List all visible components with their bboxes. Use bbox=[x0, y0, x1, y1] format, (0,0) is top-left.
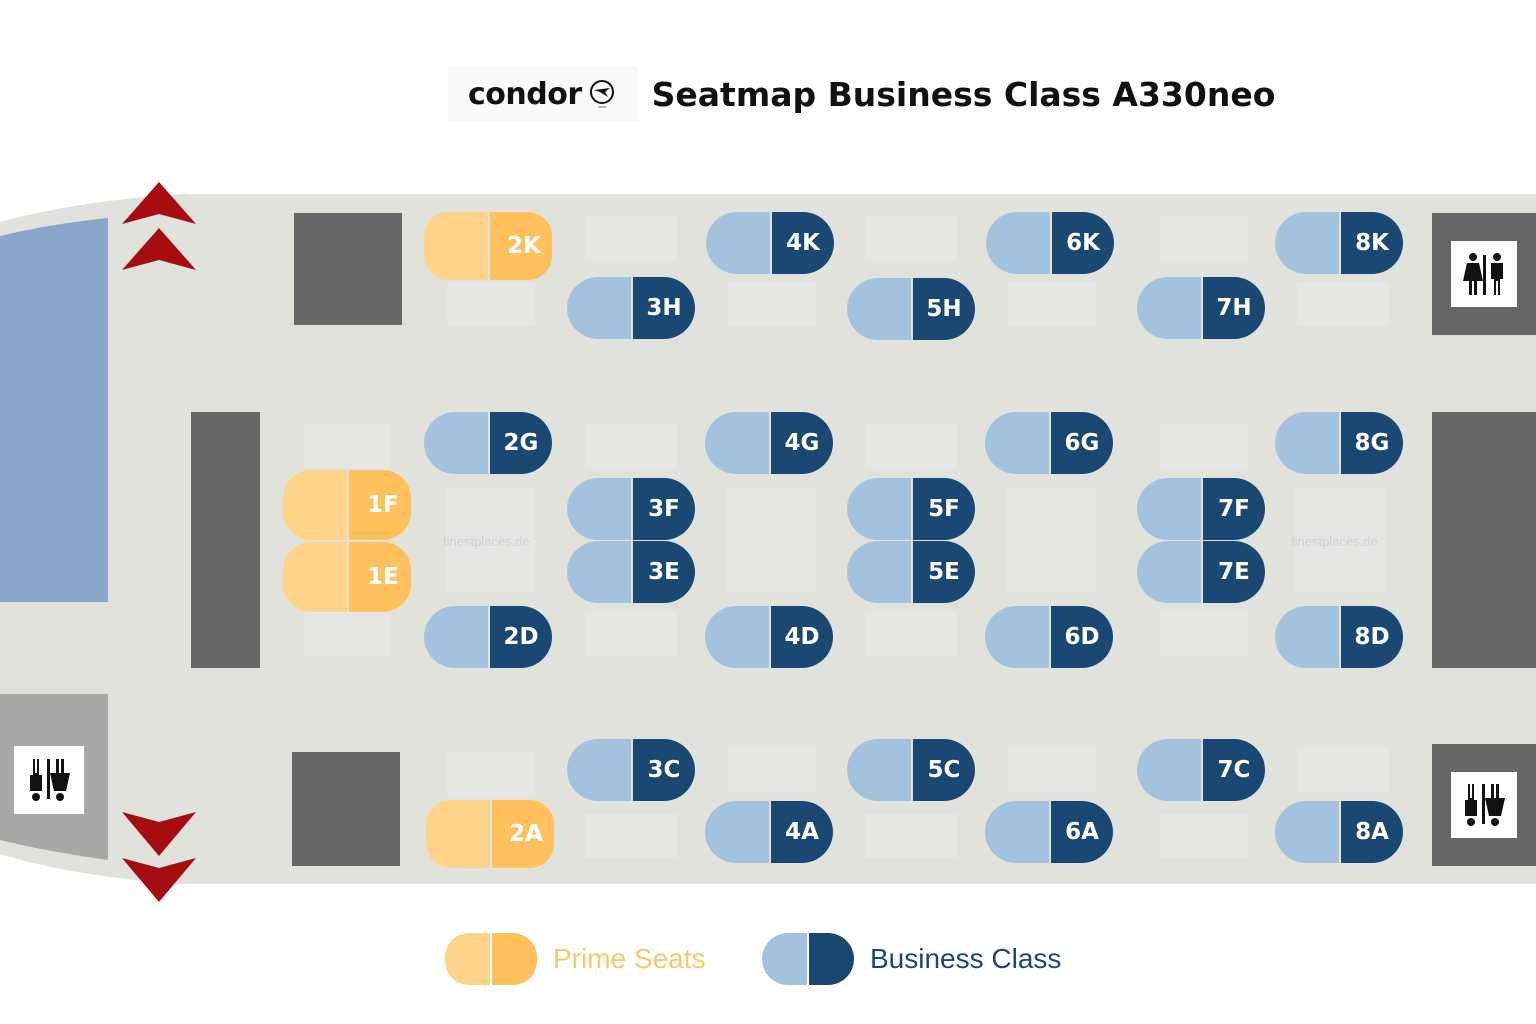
footwell bbox=[1295, 488, 1385, 592]
footwell bbox=[585, 424, 677, 468]
seat-2K[interactable]: 2K bbox=[424, 212, 552, 280]
page-title: Seatmap Business Class A330neo bbox=[651, 74, 1276, 114]
forward-door-area bbox=[0, 218, 108, 602]
seat-3F[interactable]: 3F bbox=[567, 478, 695, 540]
rear-galley-center bbox=[1432, 412, 1536, 668]
seat-7H[interactable]: 7H bbox=[1137, 277, 1265, 339]
footwell bbox=[445, 488, 535, 592]
condor-logo: condor bbox=[448, 66, 638, 122]
footwell bbox=[447, 282, 535, 326]
seat-8D[interactable]: 8D bbox=[1275, 606, 1403, 668]
footwell bbox=[1297, 748, 1389, 792]
seat-5H[interactable]: 5H bbox=[847, 278, 975, 340]
footwell bbox=[1008, 748, 1096, 792]
footwell bbox=[1160, 424, 1248, 468]
footwell bbox=[728, 748, 816, 792]
title-bar: condor Seatmap Business Class A330neo bbox=[448, 66, 1275, 122]
seat-8G[interactable]: 8G bbox=[1275, 412, 1403, 474]
footwell bbox=[726, 488, 816, 592]
footwell bbox=[1006, 488, 1096, 592]
logo-text: condor bbox=[468, 76, 582, 112]
footwell bbox=[304, 612, 390, 656]
seat-2G[interactable]: 2G bbox=[424, 412, 552, 474]
lavatory-top-right bbox=[1432, 213, 1536, 335]
footwell bbox=[585, 216, 677, 260]
footwell bbox=[1160, 612, 1248, 656]
seat-1F[interactable]: 1F bbox=[283, 470, 411, 540]
restroom-icon bbox=[1451, 772, 1517, 838]
legend-prime: Prime Seats bbox=[445, 933, 706, 985]
legend-business-label: Business Class bbox=[870, 943, 1062, 974]
exit-arrow-down-icon bbox=[122, 812, 196, 902]
footwell bbox=[585, 814, 677, 858]
footwell bbox=[585, 612, 677, 656]
footwell bbox=[1160, 814, 1248, 858]
monument-top bbox=[294, 213, 402, 325]
seat-7E[interactable]: 7E bbox=[1137, 541, 1265, 603]
seat-8K[interactable]: 8K bbox=[1275, 212, 1403, 274]
seat-4A[interactable]: 4A bbox=[705, 801, 833, 863]
legend-business-swatch bbox=[762, 933, 854, 985]
seat-5F[interactable]: 5F bbox=[847, 478, 975, 540]
seat-4D[interactable]: 4D bbox=[705, 606, 833, 668]
seat-1E[interactable]: 1E bbox=[283, 542, 411, 612]
footwell bbox=[1008, 282, 1096, 326]
legend-prime-swatch bbox=[445, 933, 537, 985]
seat-6A[interactable]: 6A bbox=[985, 801, 1113, 863]
seat-3H[interactable]: 3H bbox=[567, 277, 695, 339]
seat-8A[interactable]: 8A bbox=[1275, 801, 1403, 863]
seat-2A[interactable]: 2A bbox=[426, 800, 554, 868]
footwell bbox=[865, 814, 957, 858]
seat-6G[interactable]: 6G bbox=[985, 412, 1113, 474]
seat-4K[interactable]: 4K bbox=[706, 212, 834, 274]
footwell bbox=[1160, 216, 1248, 260]
seat-5C[interactable]: 5C bbox=[847, 739, 975, 801]
legend-prime-label: Prime Seats bbox=[553, 943, 706, 974]
seat-4G[interactable]: 4G bbox=[705, 412, 833, 474]
footwell bbox=[865, 424, 957, 468]
exit-arrow-up-icon bbox=[122, 182, 196, 270]
footwell bbox=[865, 612, 957, 656]
watermark: finestplaces.de bbox=[443, 534, 530, 549]
seat-6K[interactable]: 6K bbox=[986, 212, 1114, 274]
condor-bird-icon bbox=[589, 80, 614, 108]
footwell bbox=[728, 282, 816, 326]
seat-3E[interactable]: 3E bbox=[567, 541, 695, 603]
seat-2D[interactable]: 2D bbox=[424, 606, 552, 668]
seat-7C[interactable]: 7C bbox=[1137, 739, 1265, 801]
legend-business: Business Class bbox=[762, 933, 1061, 985]
seat-3C[interactable]: 3C bbox=[567, 739, 695, 801]
footwell bbox=[865, 216, 957, 260]
lavatory-bottom-right bbox=[1432, 744, 1536, 866]
footwell bbox=[1297, 282, 1389, 326]
restroom-icon-forward bbox=[14, 746, 84, 814]
monument-bottom bbox=[292, 752, 400, 866]
footwell bbox=[447, 752, 535, 796]
seat-5E[interactable]: 5E bbox=[847, 541, 975, 603]
restroom-icon bbox=[1451, 241, 1517, 307]
footwell bbox=[304, 424, 390, 468]
seat-7F[interactable]: 7F bbox=[1137, 478, 1265, 540]
seat-6D[interactable]: 6D bbox=[985, 606, 1113, 668]
bulkhead-center bbox=[191, 412, 260, 668]
watermark: finestplaces.de bbox=[1291, 534, 1378, 549]
